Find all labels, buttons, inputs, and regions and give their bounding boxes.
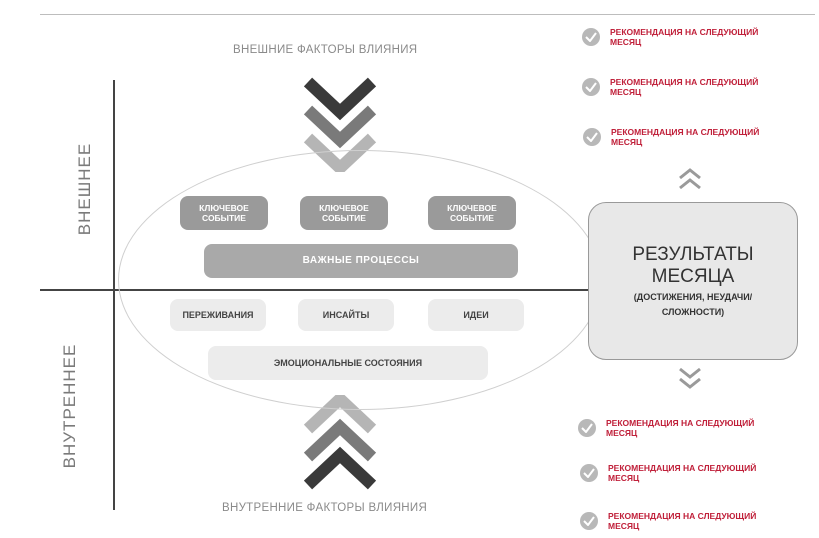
top-divider: [40, 14, 815, 15]
recommendation-line1: РЕКОМЕНДАЦИЯ НА СЛЕДУЮЩИЙ: [608, 511, 757, 521]
external-factors-caption: ВНЕШНИЕ ФАКТОРЫ ВЛИЯНИЯ: [233, 44, 418, 56]
vertical-axis: [113, 80, 115, 510]
recommendation-line1: РЕКОМЕНДАЦИЯ НА СЛЕДУЮЩИЙ: [608, 463, 757, 473]
recommendation-line2: МЕСЯЦ: [606, 428, 638, 438]
inner-item-insights: ИНСАЙТЫ: [298, 299, 394, 331]
key-event-label: КЛЮЧЕВОЕ СОБЫТИЕ: [199, 203, 249, 223]
check-circle-icon: [582, 28, 600, 46]
recommendation-line2: МЕСЯЦ: [610, 37, 642, 47]
key-event-2: КЛЮЧЕВОЕ СОБЫТИЕ: [300, 196, 388, 230]
key-event-label: КЛЮЧЕВОЕ СОБЫТИЕ: [319, 203, 369, 223]
internal-axis-label: ВНУТРЕННЕЕ: [60, 343, 79, 469]
recommendation-line2: МЕСЯЦ: [608, 521, 640, 531]
inner-item-experiences: ПЕРЕЖИВАНИЯ: [170, 299, 266, 331]
result-title-line1: РЕЗУЛЬТАТЫ: [632, 244, 754, 265]
emotional-states-label: ЭМОЦИОНАЛЬНЫЕ СОСТОЯНИЯ: [273, 358, 423, 368]
recommendation-bottom-3: РЕКОМЕНДАЦИЯ НА СЛЕДУЮЩИЙ МЕСЯЦ: [580, 511, 756, 531]
inner-item-label: ПЕРЕЖИВАНИЯ: [182, 310, 254, 320]
recommendation-line1: РЕКОМЕНДАЦИЯ НА СЛЕДУЮЩИЙ: [610, 77, 759, 87]
recommendation-top-3: РЕКОМЕНДАЦИЯ НА СЛЕДУЮЩИЙ МЕСЯЦ: [583, 127, 759, 147]
check-circle-icon: [580, 464, 598, 482]
up-double-chevron-icon: [679, 168, 701, 190]
recommendation-line1: РЕКОМЕНДАЦИЯ НА СЛЕДУЮЩИЙ: [611, 127, 760, 137]
important-processes-bar: ВАЖНЫЕ ПРОЦЕССЫ: [204, 244, 518, 278]
inner-item-label: ИНСАЙТЫ: [322, 310, 370, 320]
key-event-1: КЛЮЧЕВОЕ СОБЫТИЕ: [180, 196, 268, 230]
recommendation-bottom-2: РЕКОМЕНДАЦИЯ НА СЛЕДУЮЩИЙ МЕСЯЦ: [580, 463, 756, 483]
check-circle-icon: [580, 512, 598, 530]
emotional-states-bar: ЭМОЦИОНАЛЬНЫЕ СОСТОЯНИЯ: [208, 346, 488, 380]
result-title-line2: МЕСЯЦА: [651, 266, 735, 287]
recommendation-top-2: РЕКОМЕНДАЦИЯ НА СЛЕДУЮЩИЙ МЕСЯЦ: [582, 77, 758, 97]
key-event-3: КЛЮЧЕВОЕ СОБЫТИЕ: [428, 196, 516, 230]
result-subtitle-line1: (ДОСТИЖЕНИЯ, НЕУДАЧИ/: [633, 292, 753, 302]
recommendation-text: РЕКОМЕНДАЦИЯ НА СЛЕДУЮЩИЙ МЕСЯЦ: [608, 511, 756, 531]
key-event-label: КЛЮЧЕВОЕ СОБЫТИЕ: [447, 203, 497, 223]
inner-item-label: ИДЕИ: [463, 310, 489, 320]
recommendation-line2: МЕСЯЦ: [611, 137, 643, 147]
check-circle-icon: [583, 128, 601, 146]
recommendation-text: РЕКОМЕНДАЦИЯ НА СЛЕДУЮЩИЙ МЕСЯЦ: [610, 27, 758, 47]
check-circle-icon: [578, 419, 596, 437]
recommendation-line1: РЕКОМЕНДАЦИЯ НА СЛЕДУЮЩИЙ: [606, 418, 755, 428]
upward-chevrons-icon: [303, 395, 377, 490]
recommendation-text: РЕКОМЕНДАЦИЯ НА СЛЕДУЮЩИЙ МЕСЯЦ: [610, 77, 758, 97]
down-double-chevron-icon: [679, 367, 701, 389]
recommendation-line2: МЕСЯЦ: [608, 473, 640, 483]
month-results-box: РЕЗУЛЬТАТЫ МЕСЯЦА (ДОСТИЖЕНИЯ, НЕУДАЧИ/ …: [588, 202, 798, 360]
recommendation-text: РЕКОМЕНДАЦИЯ НА СЛЕДУЮЩИЙ МЕСЯЦ: [611, 127, 759, 147]
external-axis-label: ВНЕШНЕЕ: [75, 142, 94, 236]
recommendation-text: РЕКОМЕНДАЦИЯ НА СЛЕДУЮЩИЙ МЕСЯЦ: [608, 463, 756, 483]
recommendation-bottom-1: РЕКОМЕНДАЦИЯ НА СЛЕДУЮЩИЙ МЕСЯЦ: [578, 418, 754, 438]
important-processes-label: ВАЖНЫЕ ПРОЦЕССЫ: [302, 255, 420, 266]
inner-item-ideas: ИДЕИ: [428, 299, 524, 331]
recommendation-line2: МЕСЯЦ: [610, 87, 642, 97]
internal-factors-caption: ВНУТРЕННИЕ ФАКТОРЫ ВЛИЯНИЯ: [222, 502, 428, 514]
recommendation-line1: РЕКОМЕНДАЦИЯ НА СЛЕДУЮЩИЙ: [610, 27, 759, 37]
check-circle-icon: [582, 78, 600, 96]
recommendation-top-1: РЕКОМЕНДАЦИЯ НА СЛЕДУЮЩИЙ МЕСЯЦ: [582, 27, 758, 47]
recommendation-text: РЕКОМЕНДАЦИЯ НА СЛЕДУЮЩИЙ МЕСЯЦ: [606, 418, 754, 438]
result-subtitle-line2: СЛОЖНОСТИ): [661, 307, 725, 317]
